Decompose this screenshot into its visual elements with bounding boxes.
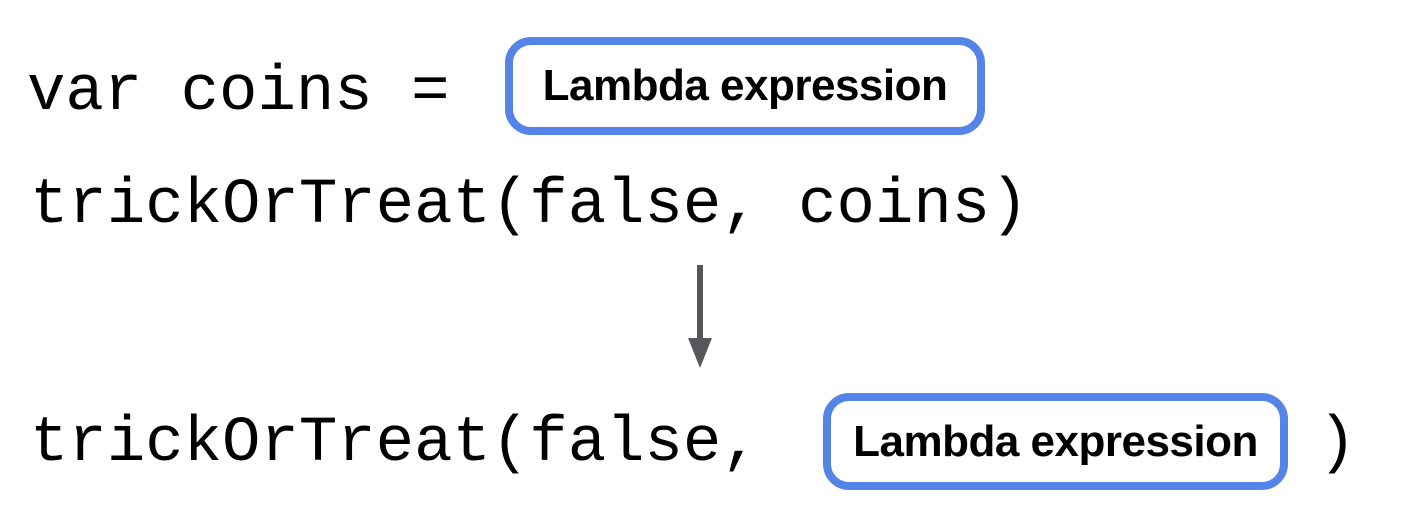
- lambda-expression-chip-assignment: Lambda expression: [505, 37, 985, 135]
- down-arrow-icon: [688, 265, 712, 368]
- code-line-function-call-with-variable: trickOrTreat(false, coins): [30, 170, 1029, 242]
- code-line-function-call-suffix: ): [1318, 408, 1357, 480]
- code-line-var-declaration: var coins =: [27, 57, 450, 129]
- code-line-function-call-prefix: trickOrTreat(false,: [30, 408, 760, 480]
- lambda-expression-chip-argument: Lambda expression: [823, 393, 1288, 490]
- lambda-expression-chip-label: Lambda expression: [853, 416, 1258, 466]
- lambda-expression-chip-label: Lambda expression: [542, 61, 948, 110]
